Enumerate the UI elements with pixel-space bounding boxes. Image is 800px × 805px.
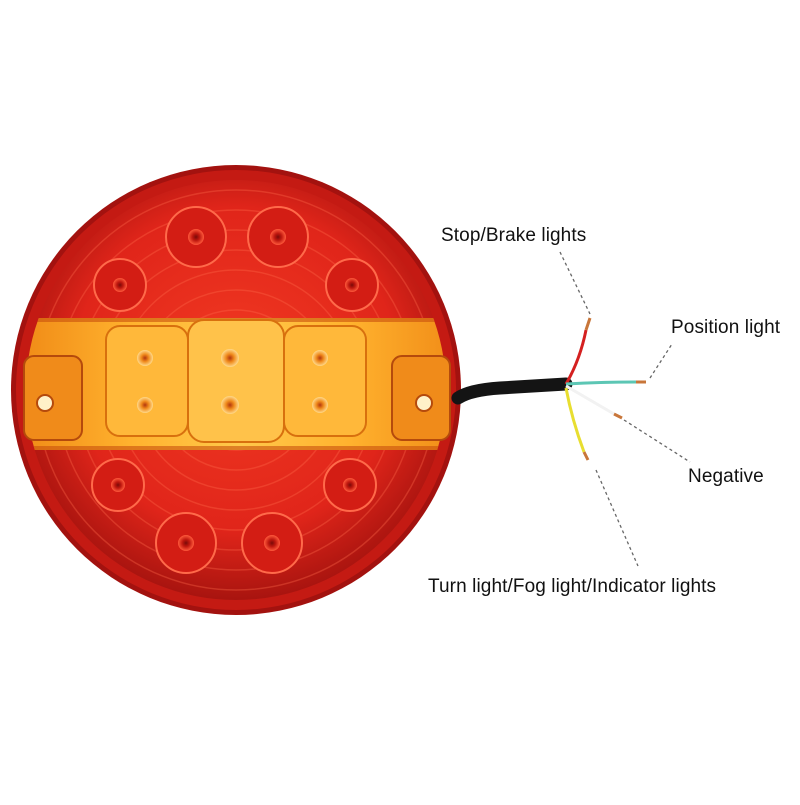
led-cluster-amber	[105, 319, 367, 443]
mounting-holes	[23, 355, 451, 441]
label-negative: Negative	[688, 466, 764, 487]
led-cluster-top	[93, 206, 379, 312]
label-turn-fog-indicator-lights: Turn light/Fog light/Indicator lights	[428, 576, 717, 597]
led-cluster-bottom	[91, 458, 377, 574]
callout-leader-lines	[559, 251, 691, 567]
label-stop-brake-lights: Stop/Brake lights	[441, 225, 587, 246]
label-position-light: Position light	[671, 317, 781, 338]
wire-cable	[451, 317, 646, 461]
